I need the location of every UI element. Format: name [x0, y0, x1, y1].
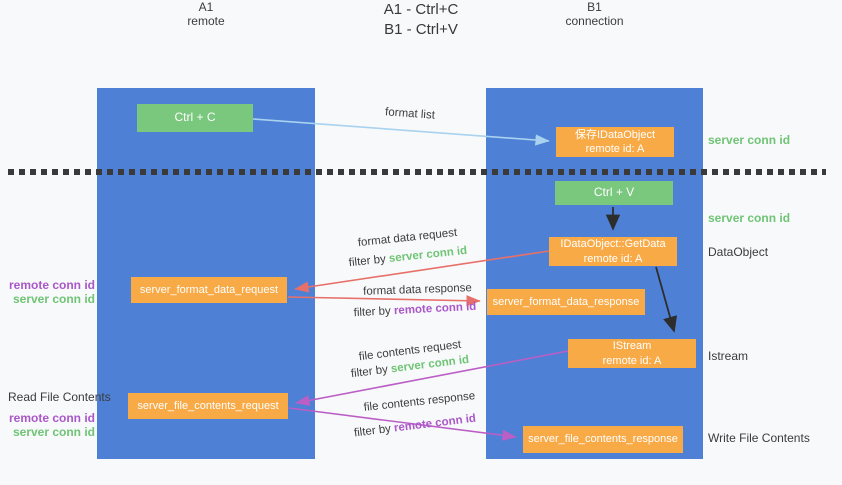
lane-header-a1: A1 remote — [97, 0, 315, 28]
server-format-data-response-label: server_format_data_response — [492, 295, 640, 308]
ctrl-c-node: Ctrl + C — [137, 104, 253, 132]
format-list-label: format list — [384, 106, 436, 122]
filter-by-prefix: filter by — [353, 422, 395, 440]
title-line-1: A1 - Ctrl+C — [383, 1, 459, 18]
lane-a1-subtitle: remote — [187, 14, 225, 28]
remote-conn-id-key: remote conn id — [393, 300, 477, 318]
lane-a1-title: A1 — [198, 0, 214, 14]
istream-side-label: Istream — [708, 349, 749, 363]
filter-by-prefix: filter by — [350, 363, 392, 381]
file-contents-response-filter-label: filter by remote conn id — [345, 412, 485, 441]
format-data-response-arrow — [287, 295, 481, 307]
session-separator-line — [8, 169, 826, 175]
server-format-data-request-node: server_format_data_request — [131, 277, 287, 303]
diagram-title: A1 - Ctrl+C B1 - Ctrl+V — [0, 0, 842, 40]
lane-b1-subtitle: connection — [565, 14, 624, 28]
filter-by-prefix: filter by — [348, 253, 390, 270]
server-file-contents-request-label: server_file_contents_request — [137, 399, 279, 412]
save-idataobject-line2: remote id: A — [585, 143, 645, 155]
title-line-2: B1 - Ctrl+V — [384, 21, 458, 38]
save-idataobject-node: 保存IDataObject remote id: A — [556, 127, 674, 157]
server-conn-id-label-right-top: server conn id — [708, 133, 791, 147]
istream-line1: IStream — [612, 340, 652, 353]
server-file-contents-response-label: server_file_contents_response — [528, 433, 678, 446]
idataobject-getdata-line2: remote id: A — [583, 252, 643, 265]
server-file-contents-response-node: server_file_contents_response — [523, 426, 683, 453]
dataobject-label: DataObject — [708, 245, 769, 259]
save-idataobject-line1: 保存IDataObject — [574, 128, 656, 141]
lane-header-b1: B1 connection — [486, 0, 703, 28]
server-conn-id-label-left-top: server conn id — [12, 292, 95, 306]
server-file-contents-request-node: server_file_contents_request — [128, 393, 288, 419]
format-data-response-filter-label: filter by remote conn id — [345, 300, 485, 319]
server-format-data-request-label: server_format_data_request — [139, 283, 279, 296]
server-format-data-response-node: server_format_data_response — [487, 289, 645, 315]
idataobject-getdata-line1: IDataObject::GetData — [560, 238, 666, 251]
read-file-contents-label: Read File Contents — [8, 390, 111, 404]
ctrl-c-label: Ctrl + C — [174, 110, 216, 125]
ctrl-v-label: Ctrl + V — [593, 185, 635, 200]
server-conn-id-key: server conn id — [388, 244, 468, 265]
istream-line2: remote id: A — [602, 354, 662, 367]
lane-b1-title: B1 — [587, 0, 602, 14]
server-conn-id-label-left-bottom: server conn id — [12, 425, 95, 439]
remote-conn-id-label-left-top: remote conn id — [8, 278, 95, 292]
filter-by-prefix: filter by — [353, 305, 395, 320]
istream-node: IStream remote id: A — [568, 339, 696, 368]
ctrl-v-node: Ctrl + V — [555, 181, 673, 205]
format-data-response-label: format data response — [362, 282, 473, 298]
write-file-contents-label: Write File Contents — [708, 431, 810, 445]
remote-conn-id-label-left-bottom: remote conn id — [8, 411, 95, 425]
server-conn-id-label-right-mid: server conn id — [708, 211, 791, 225]
idataobject-getdata-node: IDataObject::GetData remote id: A — [549, 237, 677, 266]
file-contents-response-label: file contents response — [363, 390, 476, 414]
remote-conn-id-key: remote conn id — [393, 412, 477, 435]
